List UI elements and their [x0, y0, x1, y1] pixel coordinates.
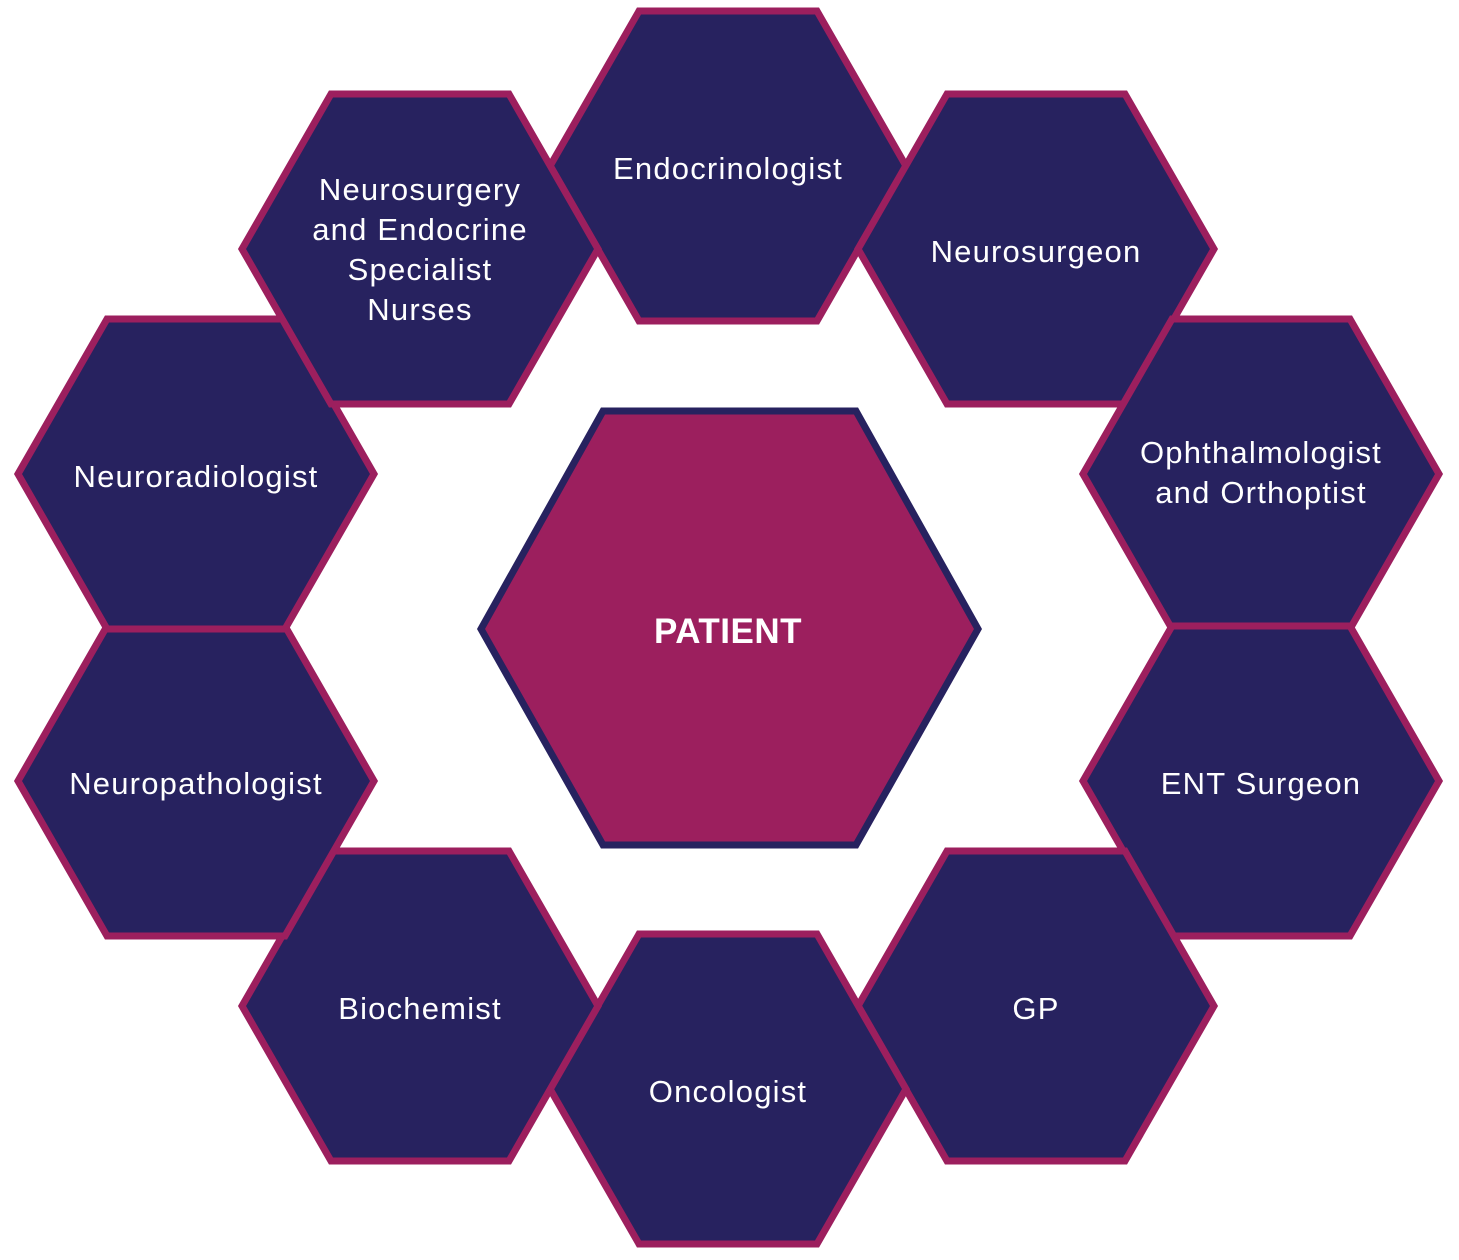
specialist-neuroradiologist: Neuroradiologist: [13, 315, 379, 633]
specialist-label: ENT Surgeon: [1161, 766, 1361, 801]
specialist-label: Biochemist: [338, 991, 502, 1026]
specialist-label: Nurses: [367, 292, 472, 327]
specialist-hexagon: [545, 930, 911, 1248]
specialist-hexagon: [853, 90, 1219, 408]
specialist-label: Neurosurgery: [319, 172, 521, 207]
specialist-hexagon: [13, 315, 379, 633]
specialist-neuropathologist: Neuropathologist: [13, 622, 379, 940]
specialist-label: Endocrinologist: [613, 151, 843, 186]
specialist-label: and Orthoptist: [1155, 475, 1367, 510]
specialist-label: Specialist: [348, 252, 493, 287]
patient-hexagon-group: PATIENT: [476, 407, 983, 849]
specialist-ent-surgeon: ENT Surgeon: [1078, 622, 1444, 940]
specialist-label: Neurosurgeon: [931, 234, 1142, 269]
specialist-neurosurgeon: Neurosurgeon: [853, 90, 1219, 408]
specialist-gp: GP: [853, 847, 1219, 1165]
patient-label: PATIENT: [654, 612, 802, 651]
specialist-hexagon: [237, 90, 603, 408]
specialist-label: Neuroradiologist: [74, 459, 319, 494]
specialist-label: Neuropathologist: [69, 766, 323, 801]
specialist-label: and Endocrine: [312, 212, 528, 247]
specialist-label: Oncologist: [649, 1074, 807, 1109]
specialist-hexagon: [853, 847, 1219, 1165]
specialists-ring: EndocrinologistNeurosurgeonOphthalmologi…: [13, 7, 1444, 1248]
specialist-specialist-nurses: Neurosurgery and EndocrineSpecialistNurse…: [237, 90, 603, 408]
specialist-endocrinologist: Endocrinologist: [545, 7, 911, 325]
patient-hexagon: [476, 407, 983, 849]
specialist-oncologist: Oncologist: [545, 930, 911, 1248]
specialist-label: Ophthalmologist: [1140, 435, 1382, 470]
specialist-label: GP: [1012, 991, 1059, 1026]
